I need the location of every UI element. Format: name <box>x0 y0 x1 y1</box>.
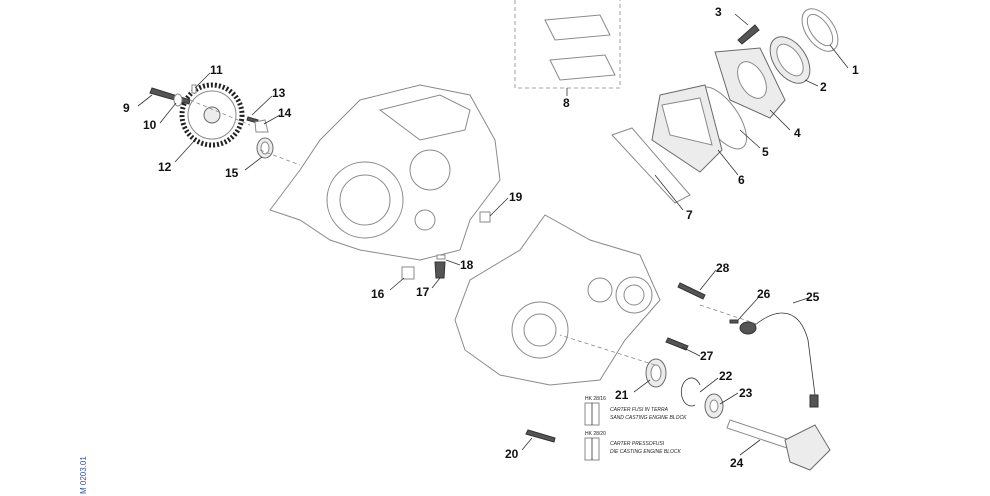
callout-11: 11 <box>210 63 223 77</box>
callout-28: 28 <box>716 261 730 275</box>
spring-screw <box>737 24 760 45</box>
callout-12: 12 <box>158 160 172 174</box>
callout-10: 10 <box>143 118 157 132</box>
bolt-28 <box>677 282 706 300</box>
callout-6: 6 <box>738 173 745 187</box>
oil-seal <box>256 137 274 159</box>
reed-block-flange <box>714 47 786 119</box>
leader-lines <box>137 13 849 456</box>
callout-13: 13 <box>272 86 286 100</box>
shaft-24 <box>726 419 831 471</box>
bolt-20 <box>525 429 556 443</box>
bearing-option-sand-casting: HK 28/16 CARTER FUSI IN TERRA SAND CASTI… <box>584 396 687 426</box>
dowel-19 <box>479 211 491 223</box>
right-crankcase-half <box>454 214 661 386</box>
left-crankcase-half <box>269 84 501 261</box>
reed-valve-body <box>651 84 723 173</box>
callout-2: 2 <box>820 80 827 94</box>
callout-7: 7 <box>686 208 693 222</box>
callout-19: 19 <box>509 190 523 204</box>
reed-petals-group <box>514 0 621 89</box>
callout-21: 21 <box>615 388 629 402</box>
callout-labels: 1 2 3 4 5 6 7 8 9 10 11 12 13 14 15 16 1… <box>123 5 859 470</box>
callout-3: 3 <box>715 5 722 19</box>
washer-18 <box>436 254 446 260</box>
drain-plug <box>434 261 446 279</box>
bearing-option-die-casting: HK 28/20 CARTER PRESSOFUSI DIE CASTING E… <box>584 431 682 461</box>
callout-26: 26 <box>757 287 771 301</box>
reed-gasket <box>611 127 691 204</box>
primary-gear <box>179 82 245 148</box>
key <box>191 84 197 94</box>
screw-26 <box>729 319 739 324</box>
svg-text:DIE CASTING ENGINE BLOCK: DIE CASTING ENGINE BLOCK <box>610 449 682 455</box>
callout-17: 17 <box>416 285 430 299</box>
callout-23: 23 <box>739 386 753 400</box>
callout-27: 27 <box>700 349 714 363</box>
callout-20: 20 <box>505 447 519 461</box>
callout-4: 4 <box>794 126 801 140</box>
callout-8: 8 <box>563 96 570 110</box>
seal-23 <box>704 393 724 419</box>
callout-22: 22 <box>719 369 733 383</box>
svg-text:SAND CASTING ENGINE BLOCK: SAND CASTING ENGINE BLOCK <box>610 415 687 421</box>
lock-plate <box>254 119 269 133</box>
svg-text:HK 28/20: HK 28/20 <box>585 431 606 437</box>
callout-5: 5 <box>762 145 769 159</box>
sensor-25 <box>739 312 819 408</box>
svg-text:CARTER FUSI IN TERRA: CARTER FUSI IN TERRA <box>610 407 669 413</box>
callout-25: 25 <box>806 290 820 304</box>
callout-24: 24 <box>730 456 744 470</box>
intake-manifold <box>769 36 811 84</box>
callout-16: 16 <box>371 287 385 301</box>
drawing-code: M 0203.01 <box>79 456 88 494</box>
circlip <box>680 377 701 407</box>
callout-9: 9 <box>123 101 130 115</box>
bolt <box>149 87 191 105</box>
svg-text:CARTER PRESSOFUSI: CARTER PRESSOFUSI <box>610 441 665 447</box>
callout-1: 1 <box>852 63 859 77</box>
callout-18: 18 <box>460 258 474 272</box>
svg-text:HK 28/16: HK 28/16 <box>585 396 606 402</box>
dowel-16 <box>401 266 415 280</box>
callout-15: 15 <box>225 166 239 180</box>
intake-clamp <box>801 8 839 52</box>
callout-14: 14 <box>278 106 292 120</box>
needle-bearing <box>645 358 667 388</box>
